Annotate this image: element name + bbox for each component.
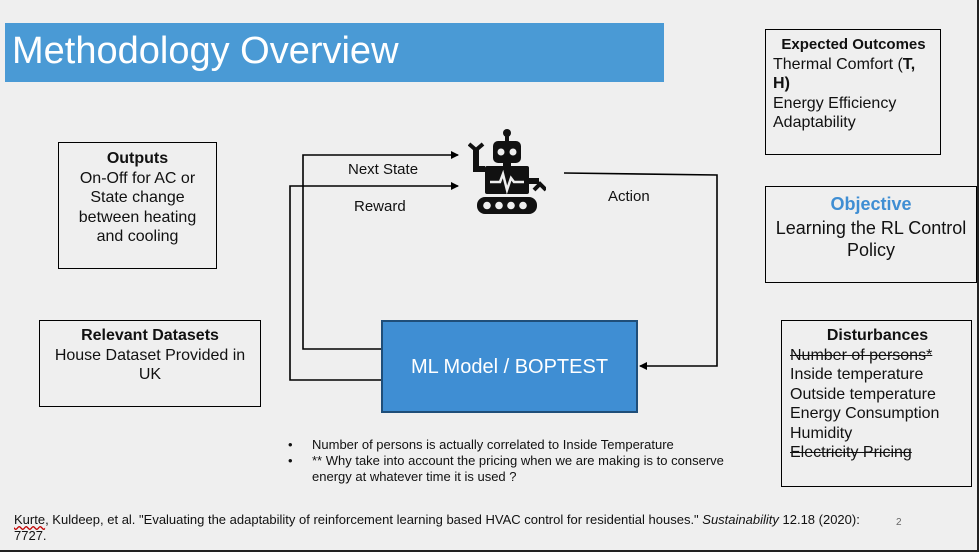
outputs-heading: Outputs [106,150,169,167]
disturbance-item: Electricity Pricing [790,444,912,461]
outputs-box: Outputs On-Off for AC or State change be… [58,142,217,269]
notes: Number of persons is actually correlated… [288,437,728,485]
disturbance-item: Energy Consumption [790,405,940,422]
note-item: Number of persons is actually correlated… [288,437,728,453]
disturbances-box: Disturbances Number of persons* Inside te… [781,320,972,487]
citation-issue: 12.18 (2020): 7727. [14,512,860,543]
disturbance-item: Outside temperature [790,385,936,403]
outcome-item: Adaptability [773,114,856,131]
objective-heading: Objective [830,194,912,214]
thermal-comfort-h: H [773,75,785,92]
action-label: Action [608,188,650,205]
thermal-comfort-t: T, [902,55,916,73]
environment-label: ML Model / BOPTEST [410,356,609,378]
disturbance-item: Humidity [790,424,853,442]
expected-outcomes-box: Expected Outcomes Thermal Comfort (T, H)… [765,29,941,155]
citation-journal: Sustainability [702,512,779,527]
outcome-item: Energy Efficiency [773,94,897,112]
outputs-text: On-Off for AC or State change between he… [78,169,197,246]
thermal-comfort-text: Thermal Comfort ( [773,55,903,73]
thermal-comfort-line2: H) [773,74,934,94]
next-state-arrow [302,151,459,350]
datasets-box: Relevant Datasets House Dataset Provided… [39,320,261,407]
environment-box [381,320,638,413]
reward-arrow [289,182,459,381]
thermal-comfort-close: ) [784,75,790,92]
robot-icon [468,129,546,214]
objective-text: Learning the RL Control Policy [775,218,967,260]
objective-box: Objective Learning the RL Control Policy [765,186,977,283]
citation-text: , Kuldeep, et al. "Evaluating the adapta… [45,512,703,527]
citation-author: Kurte [14,512,46,527]
note-item: ** Why take into account the pricing whe… [288,453,728,485]
page-number: 2 [896,517,902,528]
disturbances-heading: Disturbances [826,327,929,344]
title-bar [5,23,664,82]
thermal-comfort-line: Thermal Comfort (T, [773,55,934,75]
next-state-label: Next State [348,161,419,178]
reward-label: Reward [354,198,406,215]
citation: Kurte, Kuldeep, et al. "Evaluating the a… [14,512,894,544]
action-arrow [563,172,718,370]
datasets-text: House Dataset Provided in UK [54,346,246,384]
disturbance-item: Number of persons* [790,346,933,364]
datasets-heading: Relevant Datasets [81,327,219,344]
slide-title: Methodology Overview [12,30,399,72]
expected-outcomes-heading: Expected Outcomes [781,36,926,53]
disturbance-item: Inside temperature [790,366,924,383]
